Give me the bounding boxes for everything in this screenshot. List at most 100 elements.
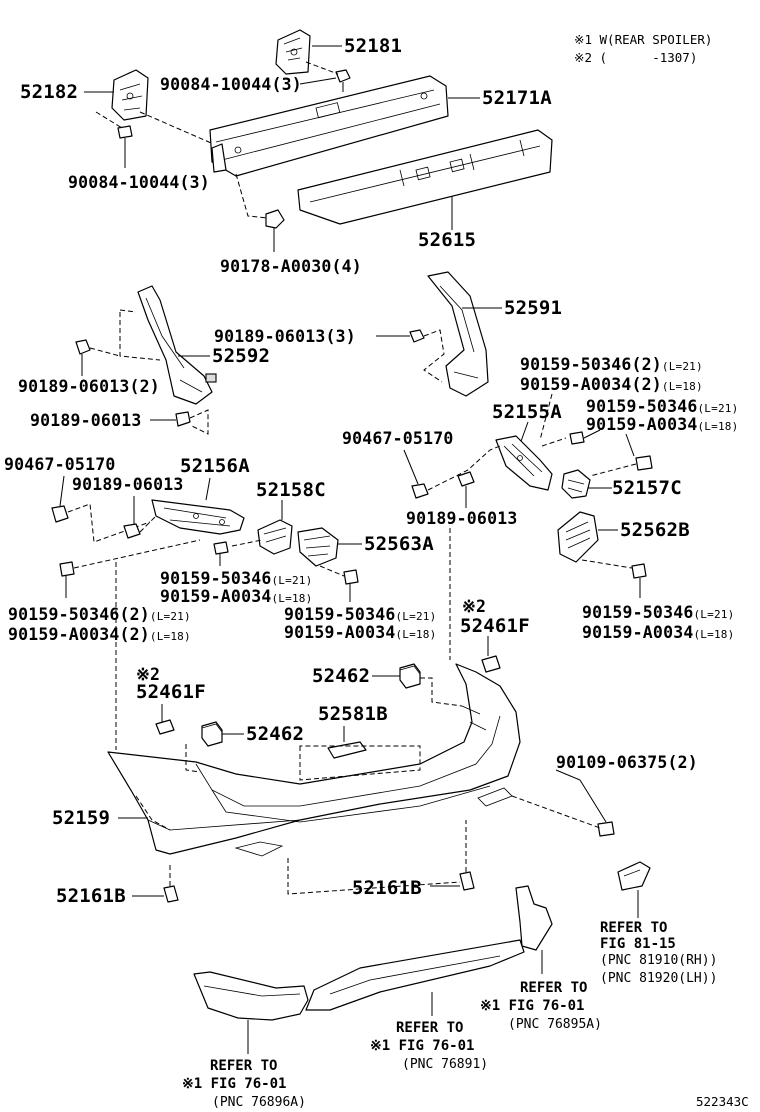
- retainer-52592-drawing: [137, 285, 217, 405]
- label-90189-2: 90189-06013(2): [18, 377, 160, 396]
- label-52157C: 52157C: [612, 477, 682, 499]
- pad-52581B-drawing: [327, 741, 367, 759]
- label-90189-l: 90189-06013: [72, 475, 183, 494]
- bolt-90084-left-drawing: [117, 125, 133, 168]
- clip-52161B-left-drawing: [163, 885, 179, 903]
- screw-90109-drawing: [597, 821, 615, 837]
- label-90084-top: 90084-10044(3): [160, 75, 302, 94]
- spoiler-76891-drawing: [305, 939, 525, 1011]
- nut-90178-drawing: [265, 209, 285, 252]
- bracket-52182-drawing: [111, 69, 149, 121]
- label-90467-r: 90467-05170: [342, 429, 453, 448]
- label-52591: 52591: [504, 297, 562, 319]
- label-52461F-right: 52461F: [460, 615, 530, 637]
- clip-90467-r-drawing: [411, 483, 429, 499]
- clip-90189-3-drawing: [409, 329, 425, 343]
- label-52462-left: 52462: [246, 723, 304, 745]
- label-90467-l: 90467-05170: [4, 455, 115, 474]
- label-52615: 52615: [418, 229, 476, 251]
- bolt-90084-top-drawing: [335, 69, 351, 92]
- label-90159-A0034-r: 90159-A0034(L=18): [586, 415, 738, 434]
- label-52182: 52182: [20, 81, 78, 103]
- label-90159-A0034-rr: 90159-A0034(L=18): [582, 623, 734, 642]
- label-52461F-left: 52461F: [136, 681, 206, 703]
- label-52161B-left: 52161B: [56, 885, 126, 907]
- screw-52155A-top-drawing: [569, 431, 585, 445]
- leader-90084-top: [299, 77, 337, 85]
- ref-lamp-line1: REFER TO: [600, 920, 667, 936]
- leader-52155A: [519, 421, 529, 445]
- bracket-52562B-drawing: [557, 511, 599, 563]
- label-52181: 52181: [344, 35, 402, 57]
- label-52562B: 52562B: [620, 519, 690, 541]
- clip-90189-l-drawing: [123, 523, 141, 539]
- ref-lamp-line2: FIG 81-15: [600, 936, 676, 952]
- pad-52462-right-drawing: [399, 663, 421, 689]
- screw-52562B-drawing: [631, 563, 647, 579]
- ref-lamp-line4: (PNC 81920(LH)): [600, 971, 717, 986]
- spoiler-76896-drawing: [193, 971, 309, 1021]
- bracket-52157C-drawing: [561, 469, 591, 499]
- ref-76895-line3: (PNC 76895A): [508, 1017, 602, 1032]
- label-90189-3: 90189-06013(3): [214, 327, 356, 346]
- ref-76895-line2: ※1 FIG 76-01: [480, 998, 584, 1014]
- screw-90159-l2-drawing: [59, 561, 75, 577]
- label-90159-50346-r: 90159-50346(L=21): [586, 397, 738, 416]
- retainer-52591-drawing: [427, 271, 489, 397]
- bracket-52563A-drawing: [297, 527, 339, 567]
- label-90159-50346-l2: 90159-50346(2)(L=21): [8, 605, 191, 624]
- bracket-52158C-drawing: [257, 519, 293, 555]
- leader-90109: [555, 769, 607, 823]
- ref-76891-line2: ※1 FIG 76-01: [370, 1038, 474, 1054]
- screw-52158C-drawing: [213, 541, 229, 555]
- clip-52161B-right-drawing: [459, 871, 475, 891]
- label-90178: 90178-A0030(4): [220, 257, 362, 276]
- label-90159-A0034-l2: 90159-A0034(2)(L=18): [8, 625, 191, 644]
- label-52156A: 52156A: [180, 455, 250, 477]
- pad-52461F-left-drawing: [155, 719, 175, 735]
- bracket-52155A-drawing: [495, 435, 553, 491]
- label-52155A: 52155A: [492, 401, 562, 423]
- label-52563A: 52563A: [364, 533, 434, 555]
- note-rear-spoiler: ※1 W(REAR SPOILER): [574, 32, 712, 47]
- label-90159-A0034-r2: 90159-A0034(2)(L=18): [520, 375, 703, 394]
- label-52462-right: 52462: [312, 665, 370, 687]
- clip-90189-m-drawing: [457, 471, 475, 487]
- clip-90189-1-drawing: [175, 411, 191, 427]
- label-90159-A0034-c: 90159-A0034(L=18): [284, 623, 436, 642]
- label-90159-A0034-m: 90159-A0034(L=18): [160, 587, 312, 606]
- label-52171A: 52171A: [482, 87, 552, 109]
- label-52581B: 52581B: [318, 703, 388, 725]
- ref-76895-line1: REFER TO: [520, 980, 587, 996]
- label-90159-50346-m: 90159-50346(L=21): [160, 569, 312, 588]
- label-52159: 52159: [52, 807, 110, 829]
- label-90189-1: 90189-06013: [30, 411, 141, 430]
- note-production-date: ※2 ( -1307): [574, 50, 697, 65]
- clip-90189-2-drawing: [75, 339, 91, 376]
- label-52592: 52592: [212, 345, 270, 367]
- ref-lamp-line3: (PNC 81910(RH)): [600, 953, 717, 968]
- label-52158C: 52158C: [256, 479, 326, 501]
- label-90159-50346-c: 90159-50346(L=21): [284, 605, 436, 624]
- pad-52462-left-drawing: [201, 721, 223, 747]
- label-52161B-right: 52161B: [352, 877, 422, 899]
- ref-76896-line2: ※1 FIG 76-01: [182, 1076, 286, 1092]
- reinforcement-52171A-drawing: [209, 75, 449, 177]
- spoiler-76895-drawing: [515, 885, 553, 951]
- label-90159-50346-rr: 90159-50346(L=21): [582, 603, 734, 622]
- absorber-52615-drawing: [297, 129, 553, 225]
- illustration-id: 522343C: [696, 1094, 749, 1109]
- mark-2-right: ※2: [462, 597, 486, 616]
- bumper-cover-52159-drawing: [107, 663, 521, 857]
- label-90159-50346-r2: 90159-50346(2)(L=21): [520, 355, 703, 374]
- clip-90467-l-drawing: [51, 505, 69, 523]
- label-90109: 90109-06375(2): [556, 753, 698, 772]
- mark-2-left: ※2: [136, 665, 160, 684]
- label-90189-m: 90189-06013: [406, 509, 517, 528]
- ref-76896-line1: REFER TO: [210, 1058, 277, 1074]
- bracket-52156A-drawing: [151, 499, 245, 535]
- pad-52461F-right-drawing: [481, 655, 501, 673]
- screw-52563A-drawing: [343, 569, 359, 585]
- label-90084-left: 90084-10044(3): [68, 173, 210, 192]
